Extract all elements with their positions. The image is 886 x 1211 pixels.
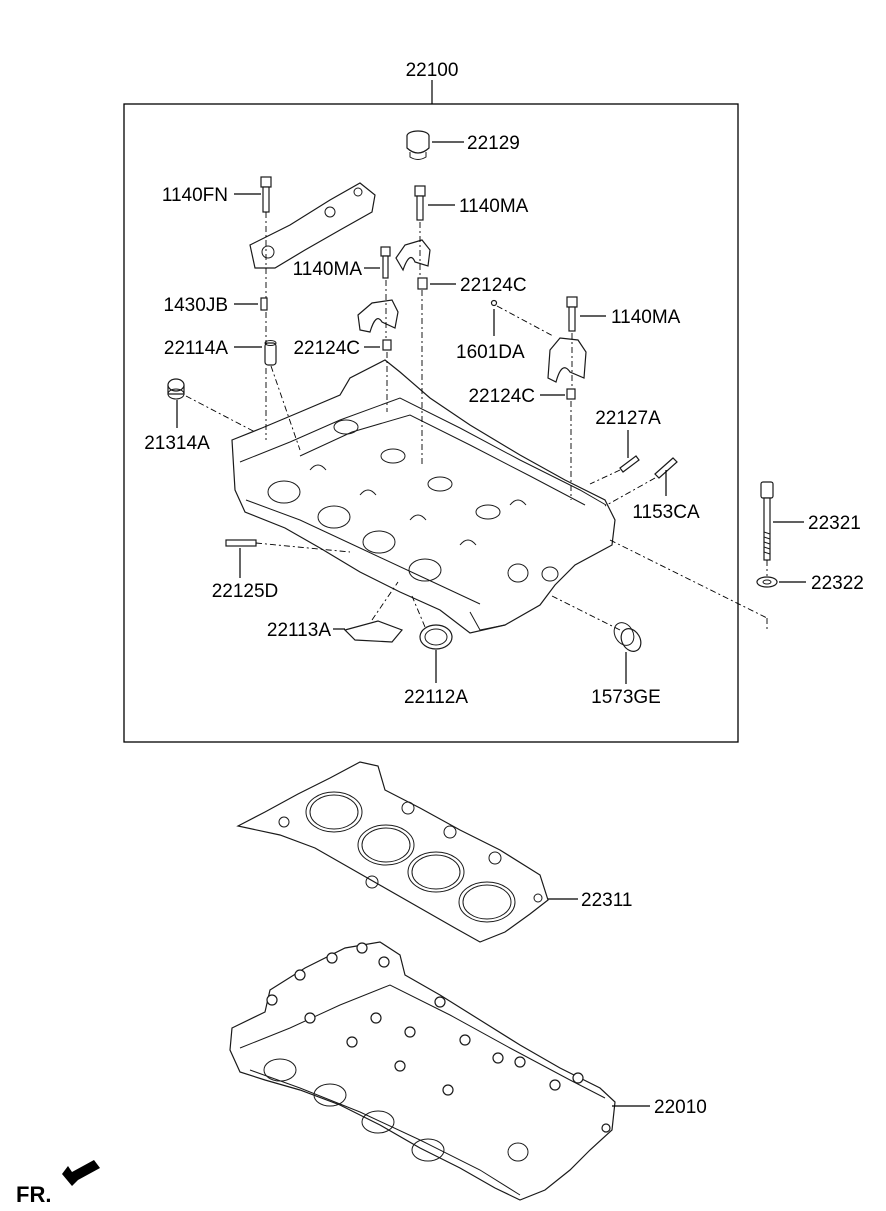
label-22127A: 22127A bbox=[595, 408, 661, 429]
bolt-1140MA-top-icon bbox=[414, 185, 426, 221]
pin-1430JB-icon bbox=[260, 297, 268, 311]
label-22124C-b: 22124C bbox=[293, 338, 360, 359]
label-22124C-a: 22124C bbox=[460, 275, 527, 296]
front-cam-cap-icon bbox=[249, 182, 376, 269]
sleeve-22124C-b-icon bbox=[382, 339, 392, 351]
washer-22322-icon bbox=[756, 576, 778, 588]
cam-cap-mid-icon bbox=[395, 239, 431, 272]
label-1601DA: 1601DA bbox=[456, 342, 525, 363]
label-1153CA: 1153CA bbox=[632, 502, 700, 523]
label-1140FN: 1140FN bbox=[162, 185, 228, 206]
plug-1573GE-icon bbox=[613, 622, 642, 652]
pin-1601DA-icon bbox=[490, 299, 498, 307]
label-22113A: 22113A bbox=[267, 620, 331, 641]
assembly-guide-lines bbox=[185, 212, 768, 632]
assembly-22100-frame bbox=[123, 80, 739, 743]
label-22124C-c: 22124C bbox=[468, 386, 535, 407]
bolt-22321-icon bbox=[760, 481, 774, 561]
label-22114A: 22114A bbox=[164, 338, 228, 359]
label-22100: 22100 bbox=[406, 60, 459, 81]
stud-1153CA-icon bbox=[654, 457, 678, 479]
label-1140MA-right: 1140MA bbox=[611, 307, 681, 328]
head-gasket-22311-illustration bbox=[236, 761, 549, 943]
cam-cap-right-icon bbox=[547, 337, 587, 383]
stud-22125D-icon bbox=[225, 539, 257, 547]
gasket-22113A-icon bbox=[343, 620, 404, 643]
label-22322: 22322 bbox=[811, 573, 864, 594]
cylinder-head-illustration bbox=[231, 359, 616, 634]
label-1430JB: 1430JB bbox=[164, 295, 228, 316]
label-22125D: 22125D bbox=[212, 581, 279, 602]
plug-22129-icon bbox=[406, 130, 430, 160]
front-arrow-icon bbox=[62, 1160, 100, 1186]
label-22010: 22010 bbox=[654, 1097, 707, 1118]
tube-22114A-icon bbox=[264, 340, 277, 366]
bolt-1140MA-right-icon bbox=[566, 296, 578, 332]
label-22321: 22321 bbox=[808, 513, 861, 534]
seal-22112A-icon bbox=[419, 624, 453, 650]
label-1140MA-top: 1140MA bbox=[459, 196, 529, 217]
head-assembly-22010-illustration bbox=[229, 941, 616, 1201]
label-22112A: 22112A bbox=[404, 687, 468, 708]
sleeve-22124C-a-icon bbox=[417, 277, 428, 290]
label-21314A: 21314A bbox=[144, 433, 210, 454]
stud-22127A-icon bbox=[619, 455, 640, 473]
label-1573GE: 1573GE bbox=[591, 687, 661, 708]
label-22311: 22311 bbox=[581, 890, 632, 911]
sleeve-22124C-c-icon bbox=[566, 388, 576, 400]
cam-cap-left-icon bbox=[357, 299, 399, 333]
bolt-1140FN-icon bbox=[260, 176, 272, 213]
plug-21314A-icon bbox=[167, 378, 185, 400]
label-front: FR. bbox=[16, 1182, 51, 1207]
bolt-1140MA-mid-icon bbox=[380, 246, 391, 279]
label-1140MA-mid: 1140MA bbox=[293, 259, 363, 280]
label-22129: 22129 bbox=[467, 133, 520, 154]
